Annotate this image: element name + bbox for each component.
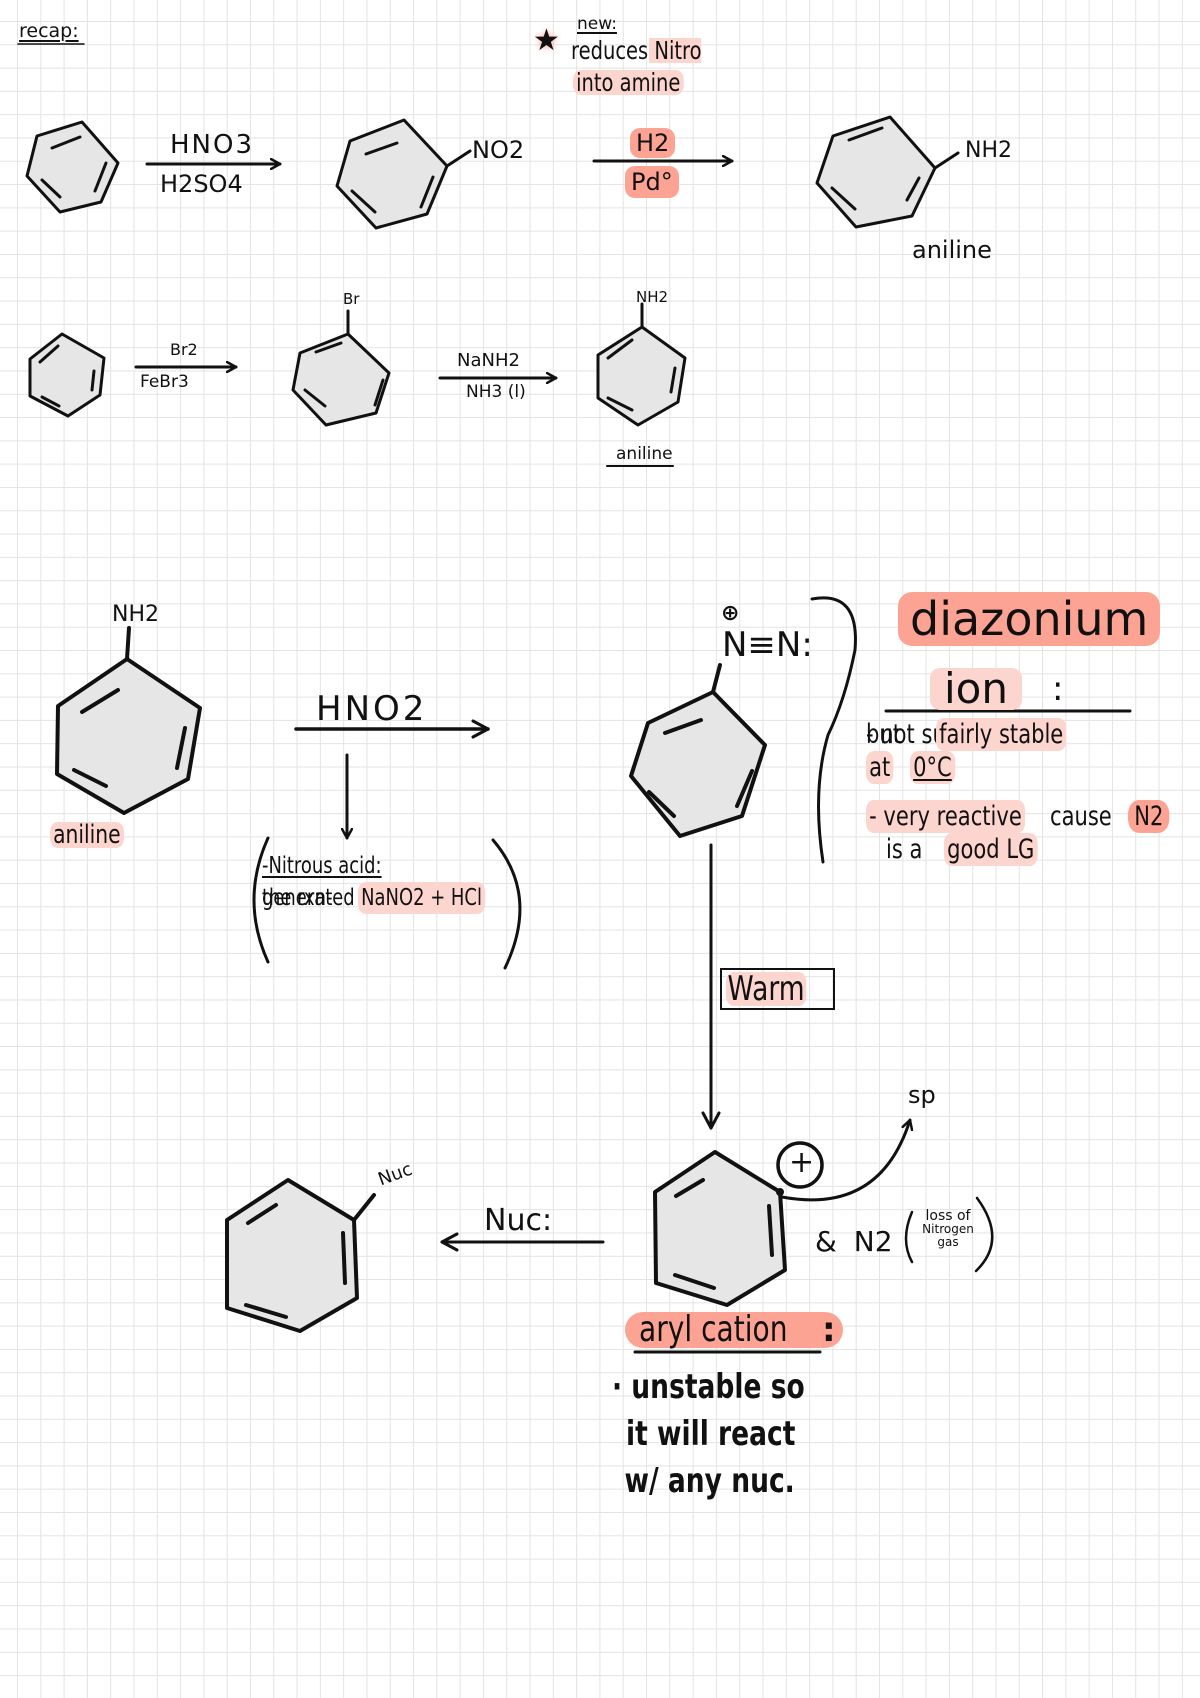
label-nh2-row1: NH2 [965, 138, 1012, 163]
curved-arrow-to-sp [780, 1118, 910, 1202]
label-nh2-large: NH2 [112, 602, 159, 627]
diazonium-title: diazonium [898, 592, 1161, 646]
benzene-ring-row1-start [25, 120, 120, 214]
aryl-cation-colon: : [822, 1310, 836, 1350]
positive-charge-symbol: + [789, 1145, 815, 1180]
nitrous-acid-note: -Nitrous acid: generated from the rxn-Na… [262, 850, 521, 914]
aryl-cation-notes: · unstable so it will react w/ any nuc. [612, 1367, 805, 1501]
benzene-ring-bromobenzene [291, 309, 391, 427]
new-line-2: into amine [573, 70, 715, 95]
new-line-1: reduces Nitro [571, 36, 702, 65]
benzene-ring-nitrobenzene [335, 118, 472, 230]
benzene-ring-substituted-product [225, 1178, 376, 1333]
benzene-ring-aniline-row2 [596, 302, 687, 427]
n2-byproduct: & N2 [815, 1225, 893, 1258]
ion-colon: : [1052, 669, 1064, 709]
diazo-group-label: N≡N: [722, 625, 813, 665]
reagent-h2: H2 [630, 128, 676, 158]
ion-title: ion [930, 668, 1022, 710]
reagent-br2: Br2 [170, 340, 198, 359]
benzene-ring-diazonium [629, 663, 767, 838]
reagent-pd: Pd° [625, 166, 679, 198]
benzene-ring-aryl-cation [653, 1150, 787, 1307]
aniline-label-row2: aniline [616, 444, 673, 464]
reagent-hno2: HNO2 [316, 689, 428, 729]
aniline-label-row1: aniline [912, 236, 992, 264]
warm-condition-box: Warm [720, 968, 835, 1010]
label-no2: NO2 [472, 136, 525, 164]
benzene-ring-row2-start [28, 332, 106, 418]
reagent-h2so4: H2SO4 [160, 170, 243, 198]
n2-loss-note: loss of Nitrogen gas [922, 1208, 974, 1249]
label-nh2-row2: NH2 [636, 288, 669, 306]
reagent-nuc: Nuc: [484, 1203, 553, 1238]
paren-right-n2 [974, 1196, 994, 1273]
aryl-cation-title: aryl cation [625, 1312, 844, 1348]
page-title: recap: [19, 20, 79, 42]
reagent-nanh2: NaNH2 [457, 350, 520, 371]
positive-charge-icon: ⊕ [721, 601, 740, 626]
paren-left-n2 [904, 1210, 914, 1264]
positive-charge-circle [776, 1141, 824, 1189]
benzene-ring-aniline-row1 [815, 115, 960, 229]
reagent-nh3-liquid: NH3 (l) [466, 382, 526, 402]
aniline-label-large: aniline [50, 822, 145, 848]
benzene-ring-aniline-large [55, 626, 202, 815]
new-label: new: [577, 14, 617, 34]
star-icon: ★ [533, 23, 560, 58]
sp-orbital-label: sp [908, 1081, 936, 1109]
label-br: Br [343, 290, 360, 308]
brace-diazonium-note [810, 596, 857, 864]
reagent-hno3: HNO3 [170, 130, 255, 160]
paren-right-nitrous [491, 838, 522, 970]
reagent-febr3: FeBr3 [140, 372, 189, 392]
paren-left-nitrous [252, 836, 270, 964]
